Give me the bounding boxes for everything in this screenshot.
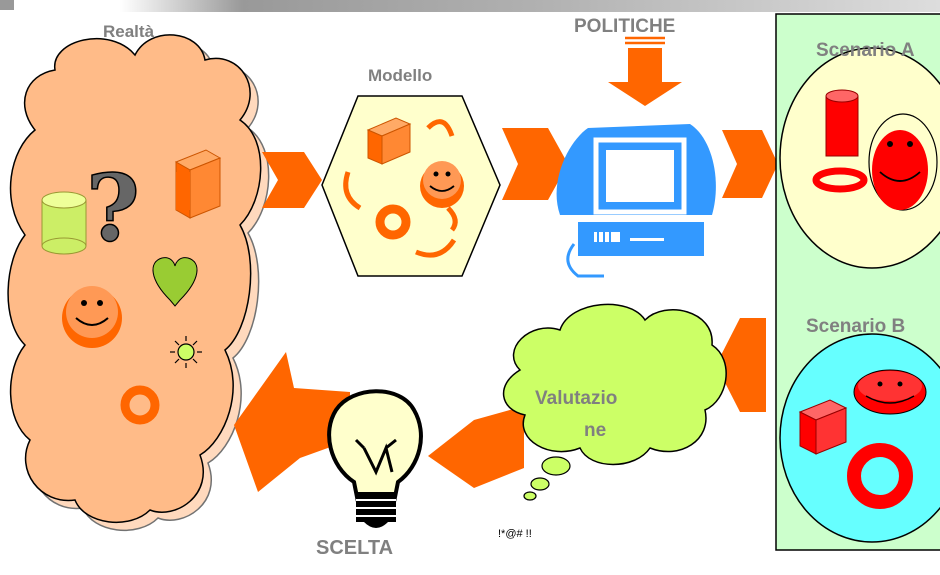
scenario-b-smiley-icon [854,370,926,414]
realta-cloud [8,35,269,530]
top-bar-corner [0,0,14,10]
label-politiche: POLITICHE [574,16,675,38]
label-valutazione-1: Valutazio [535,388,617,410]
scenario-a-smiley-icon [869,114,937,210]
question-mark-icon: ? [86,154,140,262]
arrow-realta-to-modello [262,152,322,208]
label-realta: Realtà [103,22,154,42]
label-valutazione-2: ne [584,420,606,442]
politiche-lines [625,38,665,43]
label-modello: Modello [368,66,432,86]
label-exclaim: !*@# !! [498,528,532,540]
cube-icon [176,150,220,218]
arrow-valutazione-to-scelta [428,406,524,488]
arrow-politiche-down [608,48,682,106]
label-scenario-a: Scenario A [816,40,915,62]
scenario-a-cylinder-icon [826,90,858,156]
bulb-icon [329,391,421,528]
arrow-computer-to-scenari [722,130,778,198]
cylinder-icon [42,192,86,254]
label-scenario-b: Scenario B [806,316,905,338]
computer-icon [557,124,716,276]
modello-hexagon [322,96,500,276]
top-bar [120,0,940,12]
label-scelta: SCELTA [316,537,393,560]
